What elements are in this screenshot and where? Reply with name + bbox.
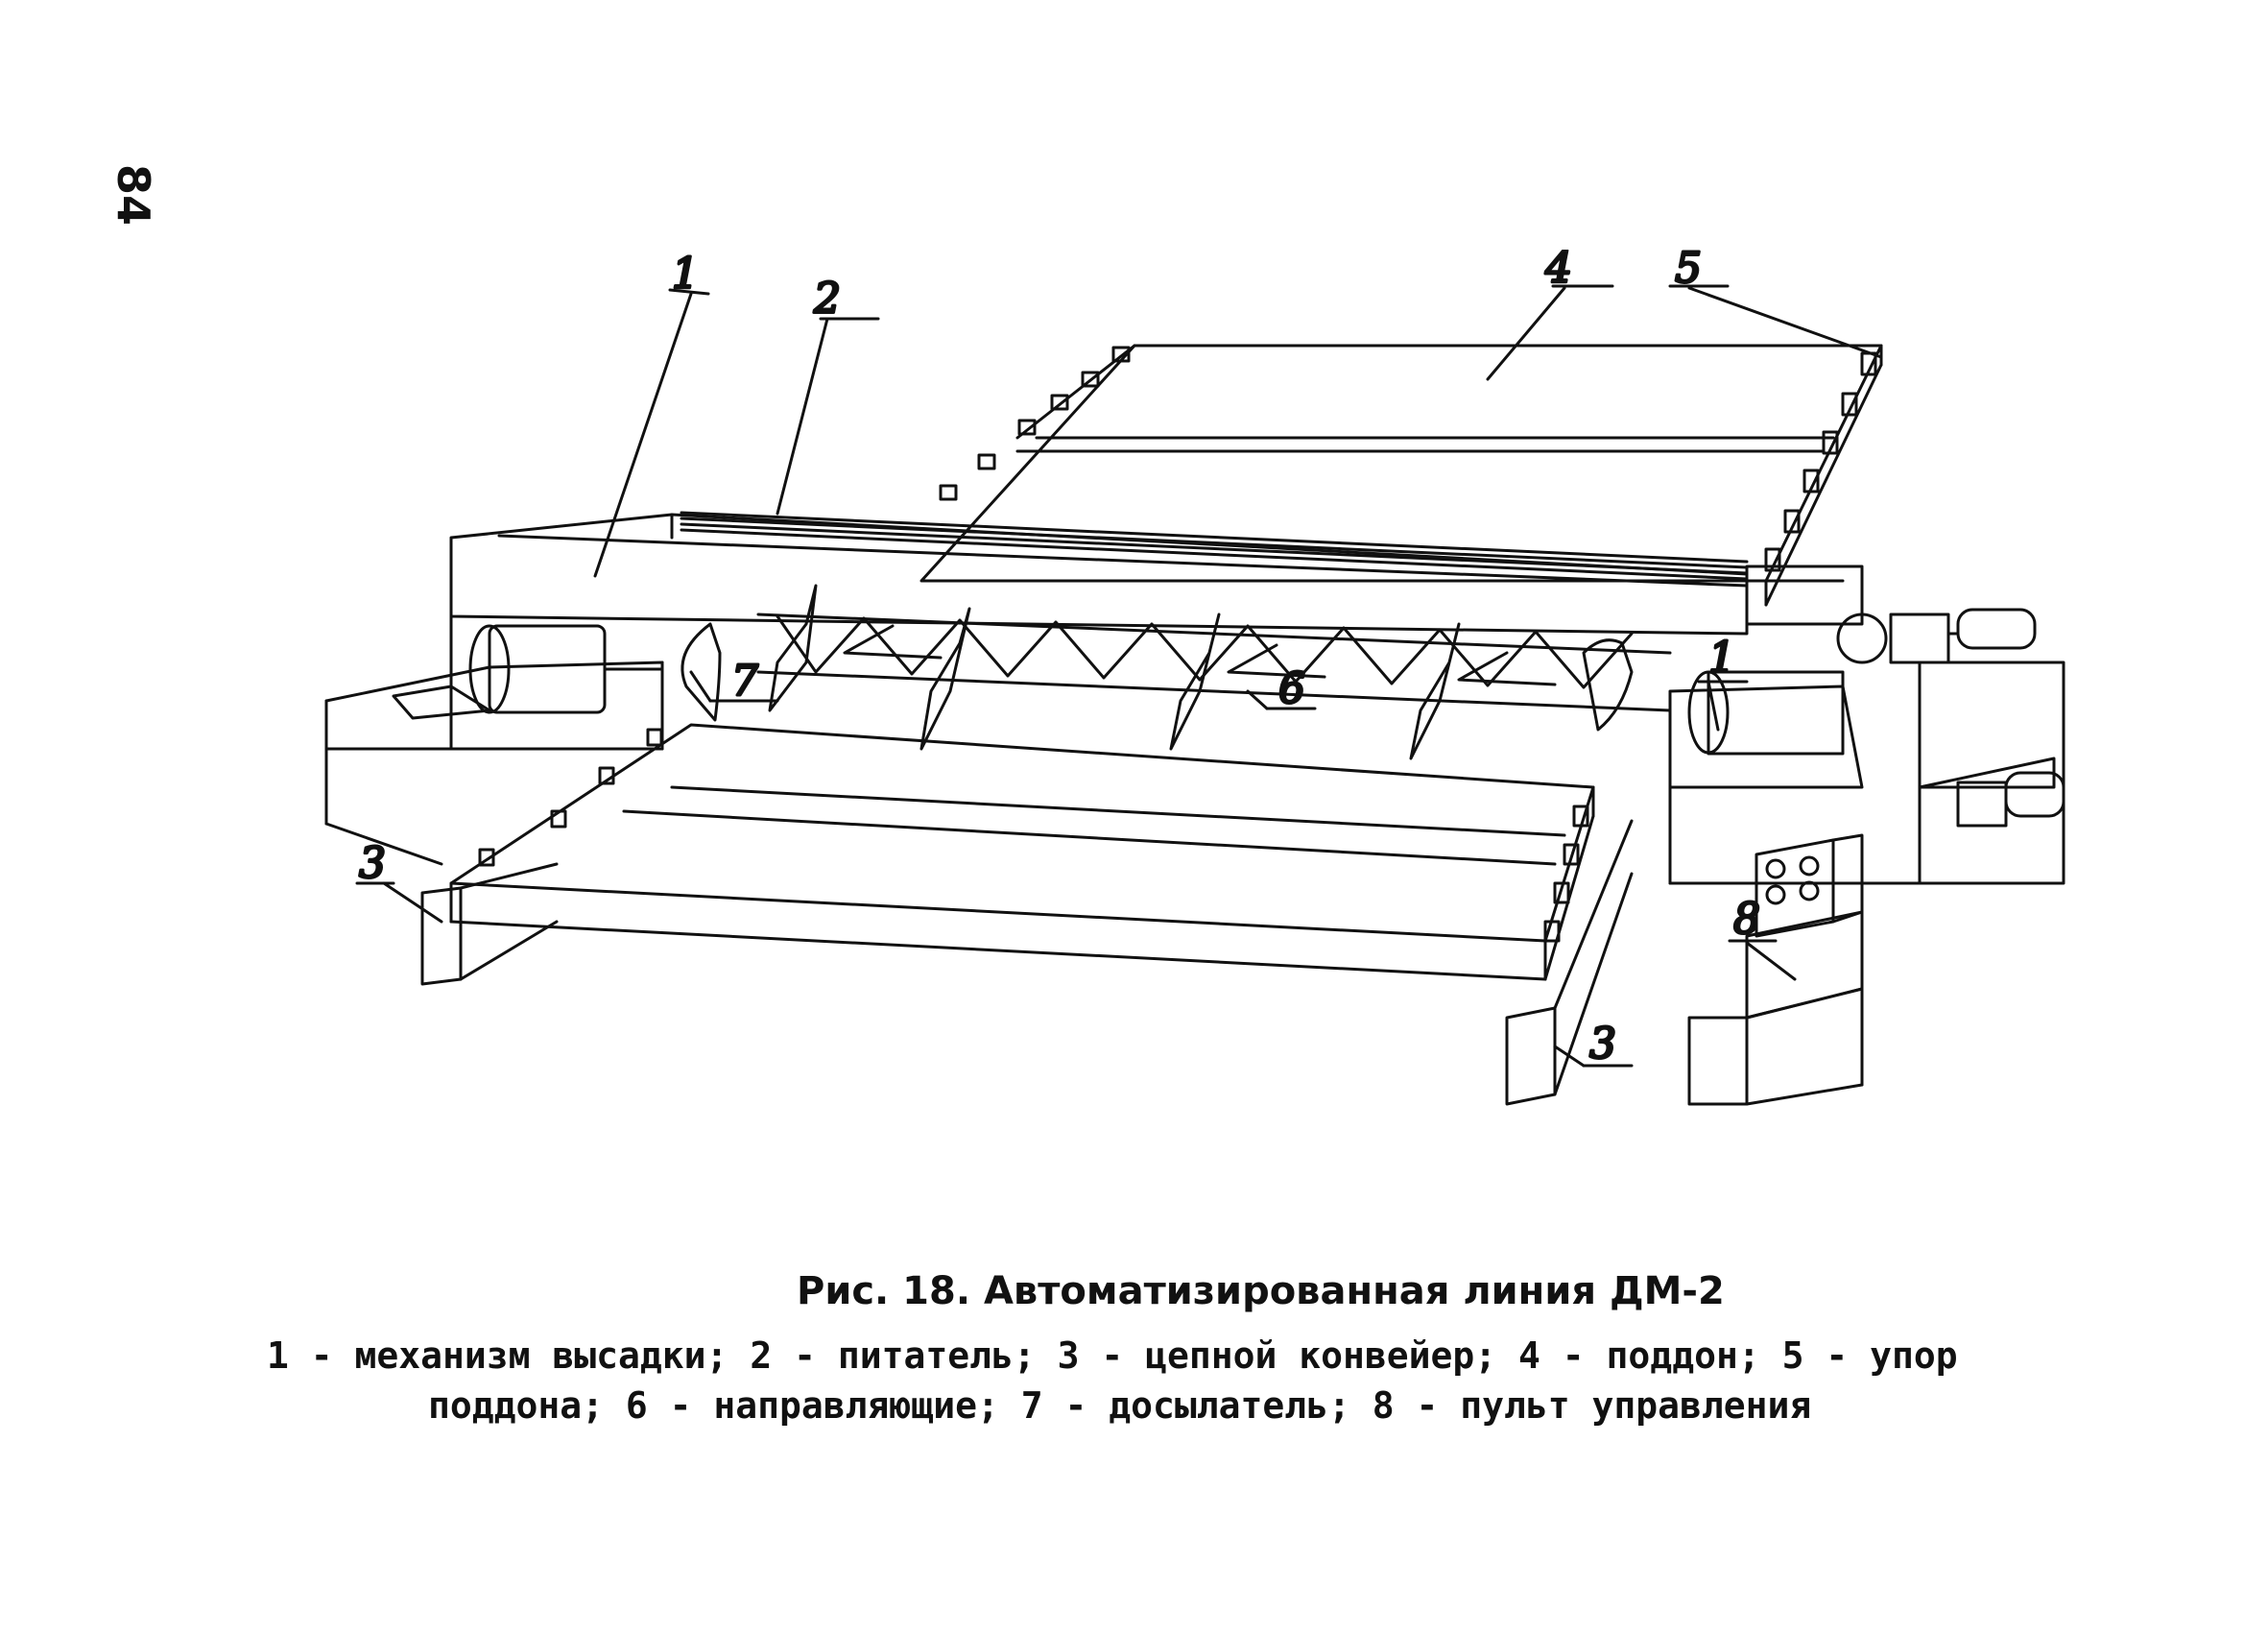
figure-legend-line-2: поддона; 6 - направляющие; 7 - досылател… [428,1384,1812,1427]
callout-3-right: 3 [1589,1020,1616,1069]
pallet-stops [1764,351,1877,572]
machine-drawing: 1 2 4 5 7 6 3 3 1 8 [307,250,2092,1152]
feeder [497,511,1749,588]
right-unloading-mechanism [1668,608,2065,885]
control-panel [1687,833,1864,1106]
chain-conveyors [420,819,1634,1106]
upper-chain-markers [939,346,1131,501]
callout-6: 6 [1278,664,1305,713]
guides [768,584,1461,760]
figure-caption-title: Рис. 18. Автоматизированная линия ДМ-2 [797,1269,1725,1313]
leader-lines [355,284,1883,1068]
callout-5: 5 [1675,250,1702,293]
lower-pallet [449,723,1595,981]
lower-chain-markers [478,728,1589,943]
callout-4: 4 [1544,250,1572,293]
callout-2: 2 [813,275,841,324]
page-number: 84 [107,163,159,226]
callout-1-right: 1 [1708,634,1735,683]
callout-3-left: 3 [359,839,386,888]
callout-8: 8 [1733,895,1760,944]
pusher [680,622,1634,732]
callout-1-left: 1 [672,250,699,299]
figure-legend-line-1: 1 - механизм высадки; 2 - питатель; 3 - … [267,1334,1958,1377]
callout-7: 7 [731,657,758,706]
main-frame [449,513,1864,751]
left-unloading-mechanism [324,624,664,866]
